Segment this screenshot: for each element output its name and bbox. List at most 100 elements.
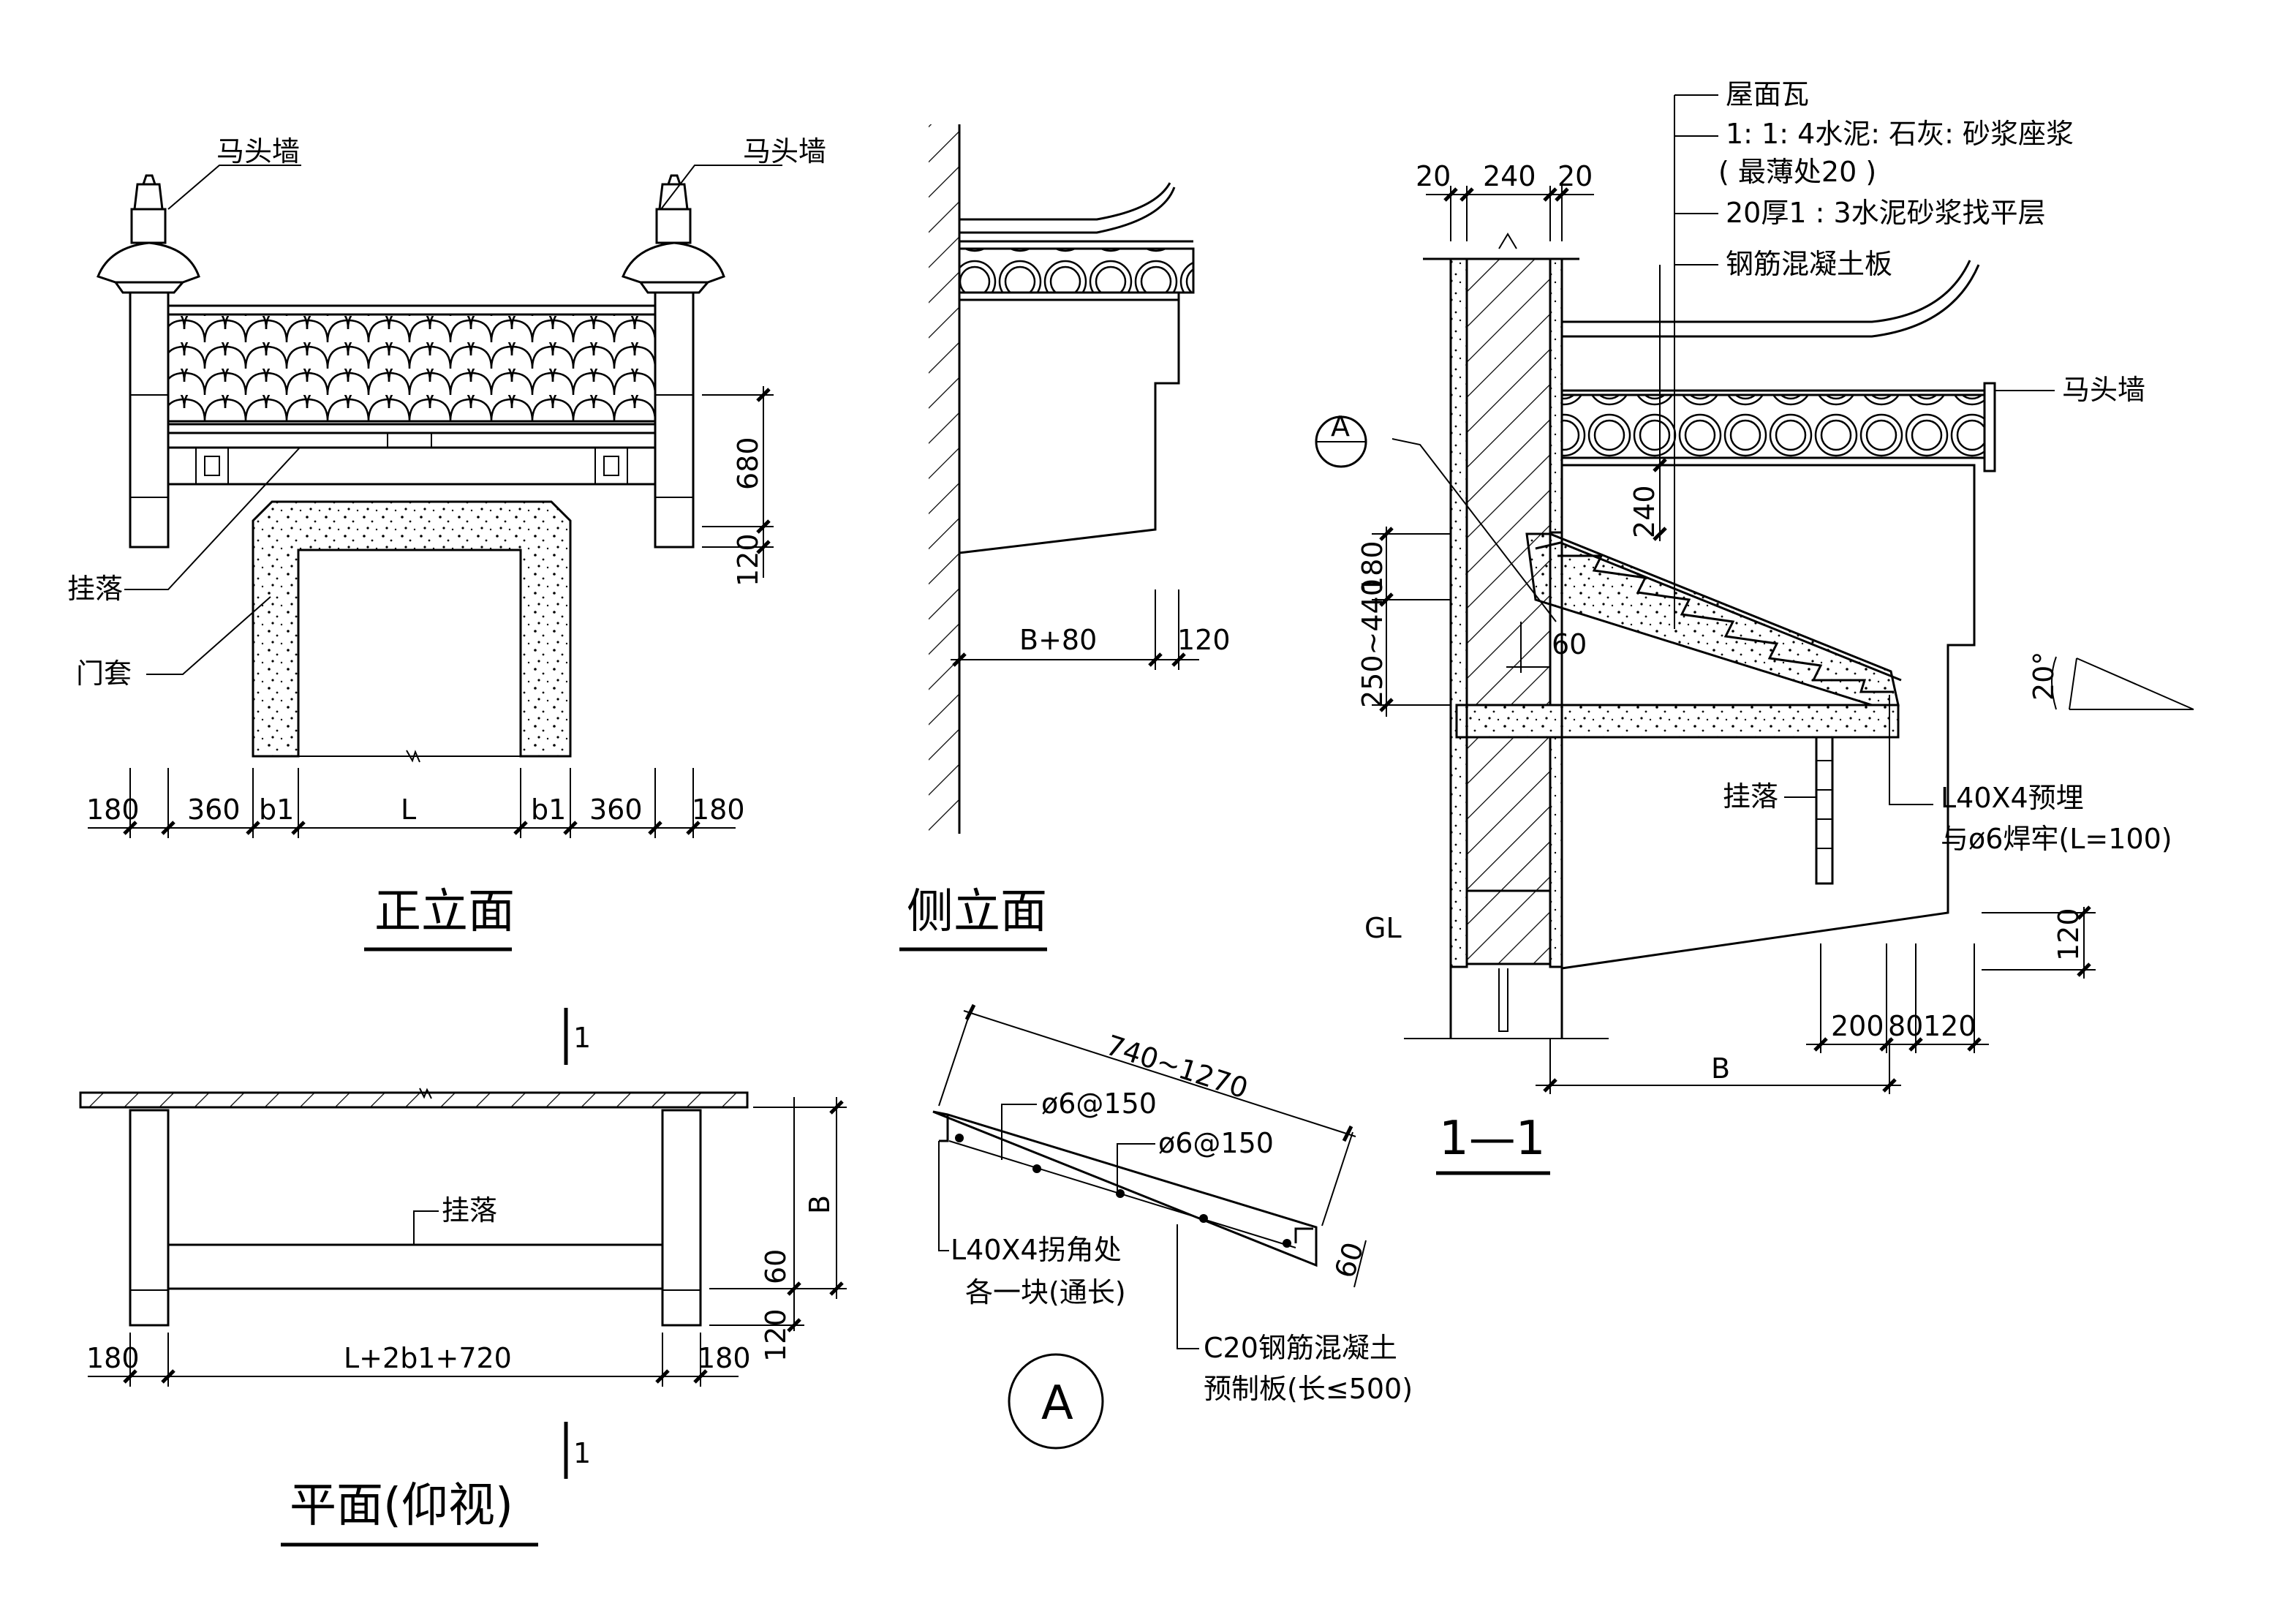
plan-dim-120: 120 [760, 1308, 792, 1362]
section-dim-b: B [1711, 1052, 1730, 1085]
hanging-fascia [168, 432, 655, 486]
gl-lintel [1465, 889, 1552, 965]
detail-a [932, 1003, 1367, 1450]
label-hanging-fascia-front: 挂落 [67, 573, 123, 605]
left-horse-head-cap [97, 174, 200, 294]
plan-section-mark-top: 1 [573, 1022, 591, 1054]
detail-a-circle [1008, 1353, 1104, 1450]
plan-wall-hatch [79, 1091, 749, 1109]
label-door-frame: 门套 [76, 657, 132, 690]
plan-dim-left: 180 [86, 1342, 140, 1374]
section-top-dim-1: 20 [1416, 160, 1451, 192]
section-note-2: 1: 1: 4水泥: 石灰: 砂浆座浆 [1726, 118, 2074, 150]
section-note-3: ( 最薄处20 ) [1718, 156, 1876, 188]
section-left-dims [1372, 527, 1451, 717]
plan-left-pillar [129, 1109, 170, 1327]
title-plan-view: 平面(仰视) [290, 1479, 513, 1533]
side-dim-120: 120 [1177, 624, 1231, 656]
section-left-dim-250-440: 250~440 [1356, 579, 1389, 708]
plan-dim-right: 180 [698, 1342, 751, 1374]
front-dim-2: 360 [187, 794, 241, 826]
section-inner-dims [1506, 458, 1667, 673]
label-hanging-fascia-section: 挂落 [1723, 780, 1778, 813]
section-left-dim-180: 180 [1356, 540, 1389, 594]
angle-indicator [2051, 656, 2194, 710]
section-right-dim [1982, 905, 2096, 979]
label-horse-head-wall-right: 马头墙 [743, 135, 826, 167]
side-eave-profile [959, 291, 1193, 554]
side-dims [951, 589, 1199, 670]
right-pillar [654, 290, 695, 549]
plan-section-mark-bottom: 1 [573, 1437, 591, 1469]
section-top-dim-3: 20 [1557, 160, 1593, 192]
plan-dim-middle: L+2b1+720 [344, 1342, 512, 1374]
front-elevation [88, 165, 782, 952]
label-horse-head-wall-section: 马头墙 [2062, 374, 2145, 406]
side-wall-hatch [929, 124, 959, 834]
section-bottom-dim-80: 80 [1888, 1010, 1923, 1042]
detail-a-slab-note-1: C20钢筋混凝土 [1204, 1332, 1397, 1364]
section-roof-curve [1562, 260, 1980, 338]
label-gl: GL [1364, 912, 1402, 944]
section-plaster-left [1449, 257, 1468, 968]
plan-dim-b: B [804, 1195, 836, 1214]
section-note-4: 20厚1 : 3水泥砂浆找平层 [1726, 197, 2046, 229]
label-hanging-fascia-plan: 挂落 [442, 1194, 497, 1226]
detail-a-angle-note-2: 各一块(通长) [965, 1276, 1126, 1308]
detail-a-rebar-2: ø6@150 [1158, 1127, 1274, 1159]
front-right-dims [702, 386, 774, 578]
side-elevation [899, 124, 1199, 952]
left-pillar [129, 290, 170, 549]
section-bottom-dim-200: 200 [1831, 1010, 1884, 1042]
section-inner-dim-60: 60 [1552, 628, 1587, 660]
side-roof-curve [959, 182, 1176, 234]
sloped-tiles [1535, 541, 1902, 693]
detail-ref-letter: A [1331, 410, 1350, 442]
roof-tiles [167, 313, 657, 423]
detail-callout-bubble [1315, 415, 1367, 468]
section-wall-hatch [1465, 257, 1552, 706]
front-dim-1: 180 [86, 794, 140, 826]
side-roof-tiles [958, 247, 1195, 294]
section-note-1: 屋面瓦 [1726, 78, 1809, 110]
section-embed-note-2: 与ø6焊牢(L=100) [1941, 823, 2172, 855]
section-embed-note-1: L40X4预埋 [1941, 782, 2084, 814]
section-fascia-post [1815, 736, 1834, 885]
section-top-dim-2: 240 [1483, 160, 1536, 192]
section-roof-tiles [1560, 393, 1986, 459]
plan-right-pillar [661, 1109, 702, 1327]
detail-a-angle-note-1: L40X4拐角处 [951, 1234, 1122, 1266]
side-dim-b80: B+80 [1019, 624, 1097, 656]
detail-a-slab-note-2: 预制板(长≤500) [1204, 1373, 1413, 1405]
label-horse-head-wall-left: 马头墙 [216, 135, 300, 167]
front-dim-6: 360 [589, 794, 643, 826]
detail-a-title: A [1041, 1376, 1073, 1431]
section-inner-dim-240: 240 [1628, 485, 1661, 538]
title-front-elevation: 正立面 [374, 885, 515, 939]
section-bottom-dims [1536, 943, 1989, 1094]
front-dim-120: 120 [732, 533, 764, 587]
plan-view [79, 1008, 847, 1547]
text-layer: 马头墙 马头墙 挂落 门套 180 360 b1 L b1 360 180 68… [67, 78, 2172, 1533]
right-horse-head-cap [622, 174, 725, 294]
front-dim-5: b1 [531, 794, 566, 826]
section-angle: 20° [2028, 652, 2060, 701]
rc-slab [1455, 704, 1900, 739]
section-note-5: 钢筋混凝土板 [1726, 248, 1892, 280]
front-dim-7: 180 [692, 794, 745, 826]
section-1-1 [1315, 94, 2194, 1175]
section-right-dim-120: 120 [2053, 908, 2085, 961]
section-top-dims [1426, 186, 1594, 249]
front-dim-680: 680 [732, 437, 764, 490]
section-wall-lower [1465, 736, 1552, 892]
plan-dim-60: 60 [760, 1249, 792, 1284]
detail-a-thickness: 60 [1329, 1238, 1370, 1282]
plan-bottom-dims [88, 1333, 739, 1387]
section-eave-profile [1561, 464, 1976, 970]
section-bottom-dim-120: 120 [1923, 1010, 1976, 1042]
front-dim-3: b1 [259, 794, 294, 826]
title-side-elevation: 侧立面 [907, 885, 1047, 939]
front-bottom-dims [88, 768, 736, 838]
detail-a-rebar-1: ø6@150 [1041, 1088, 1157, 1120]
